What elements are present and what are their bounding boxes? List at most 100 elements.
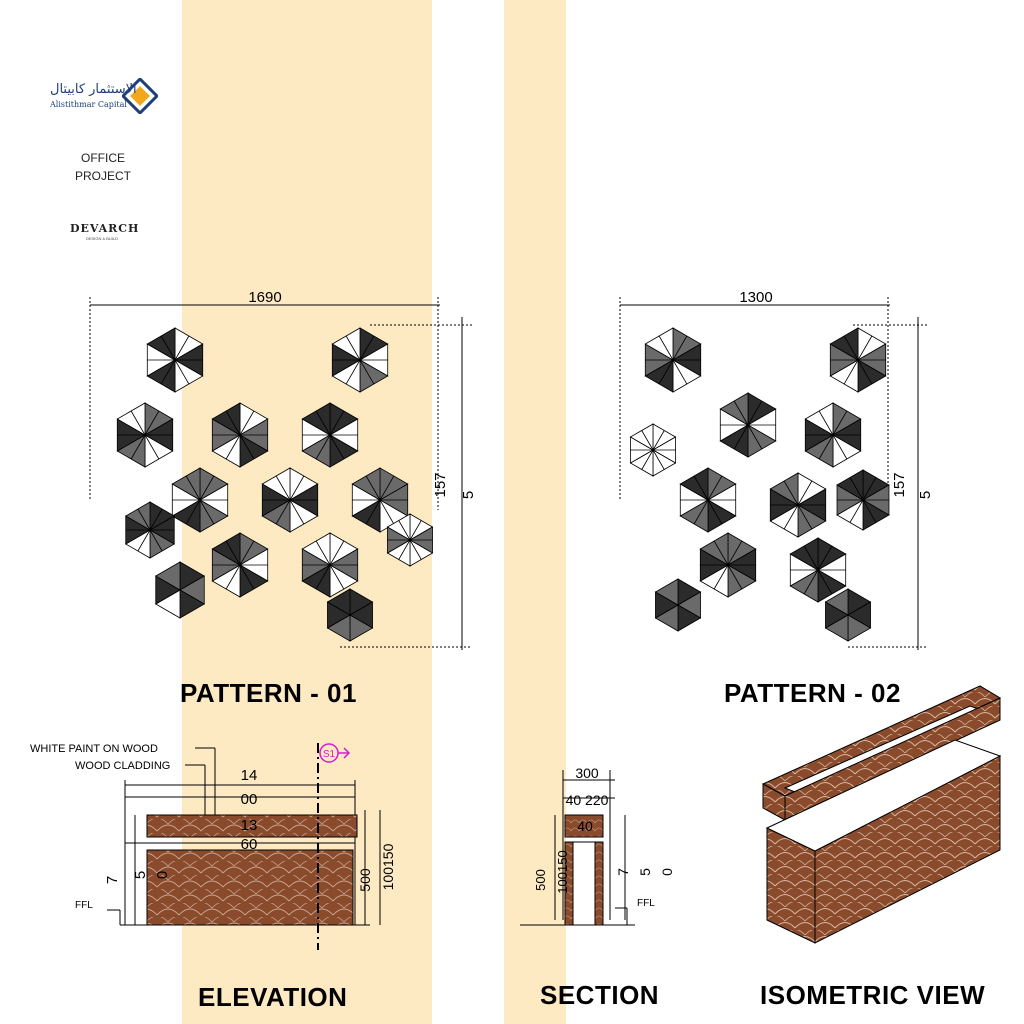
pattern-triangle [301,532,331,566]
pattern-triangle-line [199,499,215,525]
pattern-triangle-line [315,564,331,590]
pattern-triangle-line [275,475,291,501]
section-top-board [564,814,604,838]
pattern-triangle-line [225,434,241,460]
elev-dim-top-a: 13 [241,817,258,834]
pattern-triangle-line [329,540,345,566]
pattern-triangle [829,327,859,361]
pattern-triangle-line [144,434,160,460]
pattern-triangle-line [818,434,834,460]
pattern-triangle [789,537,819,571]
pattern-triangle-line [345,335,361,361]
pattern-triangle-line [160,335,176,361]
section-core [572,841,596,926]
pattern-triangle-line [359,359,375,385]
elevation-drawing: S1 WHITE PAINT ON WOOD WOOD CLADDING 14 … [30,743,396,950]
pattern-triangle-line [849,499,864,523]
pattern-triangle-line [843,335,859,361]
pattern-triangle-line [239,540,255,566]
pattern-triangle-line [832,410,848,436]
pattern-01-height-dim-a: 157 [432,472,449,497]
pattern-triangle-line [672,335,688,361]
pattern-triangle-line [130,410,146,436]
client-logo-icon [122,78,158,114]
pattern-triangle-line [672,359,688,385]
pattern-triangle [301,402,331,436]
pattern-triangle-line [727,564,743,590]
pattern-triangle [699,532,729,566]
project-line-2: PROJECT [74,169,131,183]
pattern-triangle-line [849,477,864,501]
pattern-triangle [261,467,291,501]
pattern-triangle-line [174,335,190,361]
pattern-triangle-line [149,529,163,552]
pattern-triangle-line [658,335,674,361]
pattern-02-dimensions [619,297,928,650]
pattern-01-drawing: 1690 157 5 [89,289,477,650]
note-wood-cladding: WOOD CLADDING [75,760,170,772]
designer-tagline: DESIGN & BUILD [86,236,119,241]
pattern-triangle-line [185,475,201,501]
pattern-triangle-line [137,529,151,552]
isometric-drawing [761,685,1002,944]
pattern-triangle-line [329,410,345,436]
pattern-triangle-line [652,449,665,470]
pattern-triangle-line [747,424,763,450]
pattern-02-tiles [629,327,890,642]
iso-body-top [765,739,1002,852]
sec-dim-side-b: 5 [637,868,653,876]
pattern-triangle-line [130,434,146,460]
sec-dim-40-220: 40 220 [566,792,609,808]
pattern-02-width-dim: 1300 [739,289,772,306]
pattern-triangle [326,588,351,616]
pattern-01-tiles [116,327,434,642]
pattern-triangle-line [641,449,654,470]
pattern-triangle-line [359,335,375,361]
pattern-triangle-line [693,475,709,501]
pattern-triangle-line [315,540,331,566]
pattern-triangle-line [713,564,729,590]
pattern-triangle-line [783,480,799,506]
sec-dim-side-c: 0 [659,868,675,876]
pattern-triangle-line [747,400,763,426]
pattern-triangle-line [658,359,674,385]
pattern-triangle-line [144,410,160,436]
pattern-triangle-line [832,434,848,460]
pattern-triangle-line [239,434,255,460]
pattern-triangle-line [783,504,799,530]
highlight-band-right [504,0,566,1024]
pattern-triangle [116,402,146,436]
pattern-triangle-line [713,540,729,566]
pattern-triangle-line [160,359,176,385]
pattern-triangle-line [239,564,255,590]
pattern-triangle-line [289,475,305,501]
pattern-triangle-line [818,410,834,436]
section-body-right [594,841,604,926]
elev-dim-top-b: 60 [241,836,258,853]
pattern-triangle [146,327,176,361]
pattern-triangle-line [174,359,190,385]
pattern-triangle [769,472,799,506]
pattern-triangle-line [733,424,749,450]
pattern-triangle-line [693,499,709,525]
pattern-triangle-line [803,569,819,595]
section-title: SECTION [540,980,660,1010]
pattern-triangle [804,402,834,436]
elevation-body [146,849,354,926]
pattern-triangle [171,467,201,501]
pattern-triangle-line [329,564,345,590]
pattern-triangle [124,501,151,531]
pattern-triangle-line [275,499,291,525]
section-drawing: 300 40 220 40 500 100150 7 5 0 FFL [520,765,675,926]
note-white-paint: WHITE PAINT ON WOOD [30,743,158,755]
pattern-01-title: PATTERN - 01 [180,678,357,708]
pattern-triangle-line [652,430,665,451]
pattern-triangle-line [345,359,361,385]
section-marker-label: S1 [323,749,336,760]
pattern-01-width-dim: 1690 [248,289,281,306]
pattern-triangle-line [857,335,873,361]
elev-ffl: FFL [75,900,93,911]
project-label: OFFICE PROJECT [60,149,146,185]
iso-top-front-long [784,697,1001,821]
pattern-triangle-line [149,508,163,531]
